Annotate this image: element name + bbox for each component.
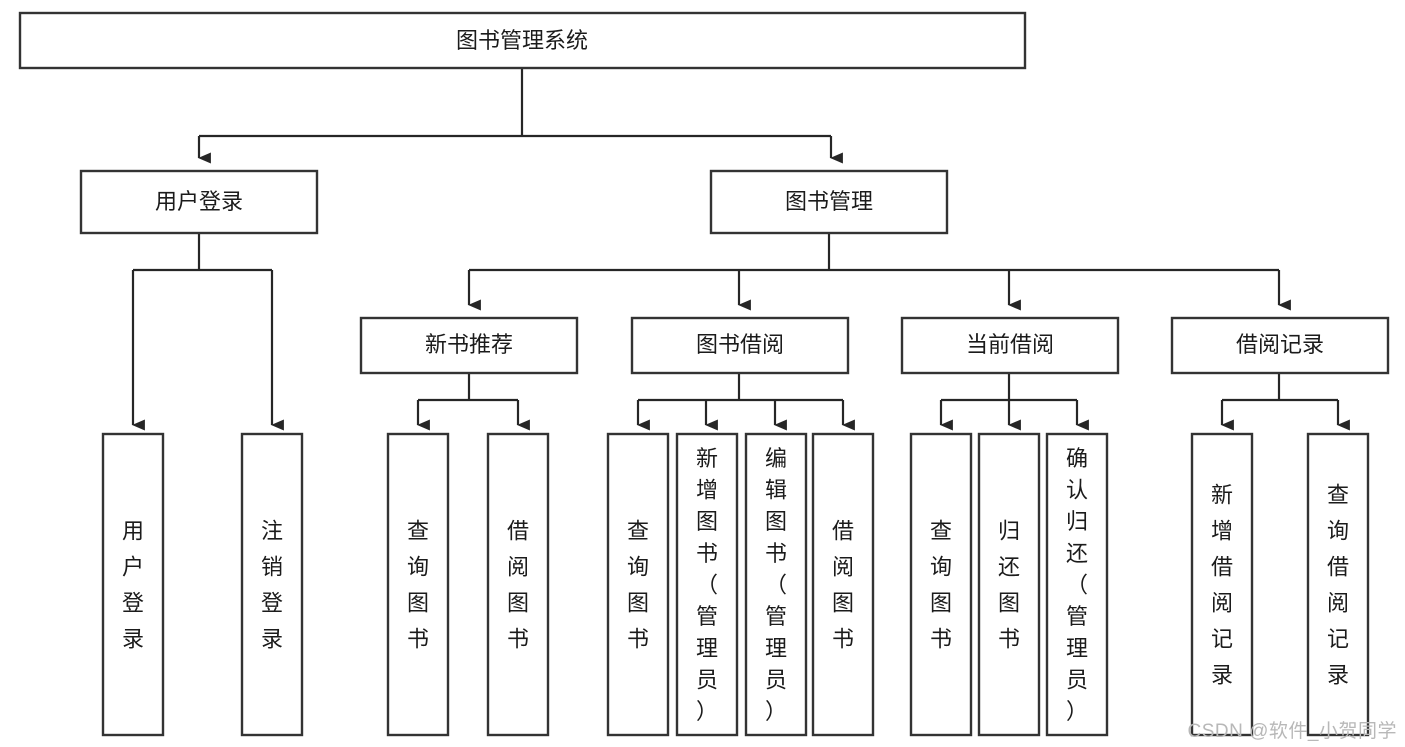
- node-leaf-query-record[interactable]: 查询借阅记录: [1306, 432, 1370, 737]
- node-new-book-recommend-box: [359, 316, 579, 375]
- node-leaf-user-login[interactable]: 用户登录: [101, 432, 165, 737]
- node-borrow-record-label: 借阅记录: [1236, 332, 1324, 357]
- node-leaf-add-book-box: [675, 432, 739, 737]
- node-leaf-add-record-box: [1190, 432, 1254, 737]
- node-leaf-query-record-label: 查询借阅记录: [1327, 483, 1349, 688]
- node-borrow-record-box: [1170, 316, 1390, 375]
- node-leaf-confirm-return-box: [1045, 432, 1109, 737]
- node-book-manage[interactable]: 图书管理: [709, 169, 949, 235]
- node-leaf-query-record-box: [1306, 432, 1370, 737]
- node-user-login-box: [79, 169, 319, 235]
- node-user-login[interactable]: 用户登录: [79, 169, 319, 235]
- node-book-borrow[interactable]: 图书借阅: [630, 316, 850, 375]
- node-leaf-borrow-book-1[interactable]: 借阅图书: [486, 432, 550, 737]
- node-leaf-borrow-book-2-label: 借阅图书: [832, 519, 854, 652]
- node-leaf-query-book-1-label: 查询图书: [407, 519, 429, 652]
- node-leaf-return-book-box: [977, 432, 1041, 737]
- node-user-login-label: 用户登录: [155, 189, 243, 214]
- node-root-box: [18, 11, 1027, 70]
- node-leaf-query-book-2[interactable]: 查询图书: [606, 432, 670, 737]
- node-book-borrow-label: 图书借阅: [696, 332, 784, 357]
- node-current-borrow-box: [900, 316, 1120, 375]
- node-leaf-logout-login[interactable]: 注销登录: [240, 432, 304, 737]
- node-leaf-confirm-return[interactable]: 确认归还（管理员）: [1045, 432, 1109, 737]
- node-leaf-query-book-3[interactable]: 查询图书: [909, 432, 973, 737]
- node-leaf-edit-book-box: [744, 432, 808, 737]
- node-new-book-recommend[interactable]: 新书推荐: [359, 316, 579, 375]
- node-leaf-user-login-box: [101, 432, 165, 737]
- node-new-book-recommend-label: 新书推荐: [425, 332, 513, 357]
- node-leaf-edit-book[interactable]: 编辑图书（管理员）: [744, 432, 808, 737]
- node-leaf-borrow-book-1-label: 借阅图书: [507, 519, 529, 652]
- node-leaf-confirm-return-label: 确认归还（管理员）: [1066, 446, 1088, 724]
- connector-layer: [131, 68, 1350, 431]
- node-leaf-add-record[interactable]: 新增借阅记录: [1190, 432, 1254, 737]
- node-book-manage-box: [709, 169, 949, 235]
- node-leaf-logout-login-box: [240, 432, 304, 737]
- node-leaf-query-book-1[interactable]: 查询图书: [386, 432, 450, 737]
- node-leaf-query-book-2-label: 查询图书: [627, 519, 649, 652]
- node-leaf-borrow-book-2[interactable]: 借阅图书: [811, 432, 875, 737]
- node-leaf-add-book-label: 新增图书（管理员）: [696, 446, 718, 724]
- node-leaf-query-book-2-box: [606, 432, 670, 737]
- node-borrow-record[interactable]: 借阅记录: [1170, 316, 1390, 375]
- node-root-label: 图书管理系统: [456, 28, 588, 53]
- node-leaf-user-login-label: 用户登录: [122, 519, 144, 652]
- node-leaf-query-book-3-label: 查询图书: [930, 519, 952, 652]
- node-leaf-return-book-label: 归还图书: [998, 519, 1020, 652]
- node-book-borrow-box: [630, 316, 850, 375]
- leaf-layer: 用户登录 注销登录 查询图书 借阅图书 查询图书 新增图书（管理员） 编辑图书（…: [101, 432, 1370, 737]
- node-leaf-logout-login-label: 注销登录: [261, 519, 283, 652]
- node-book-manage-label: 图书管理: [785, 189, 873, 214]
- node-current-borrow-label: 当前借阅: [966, 332, 1054, 357]
- node-leaf-return-book[interactable]: 归还图书: [977, 432, 1041, 737]
- node-leaf-add-book[interactable]: 新增图书（管理员）: [675, 432, 739, 737]
- node-leaf-borrow-book-2-box: [811, 432, 875, 737]
- node-leaf-borrow-book-1-box: [486, 432, 550, 737]
- csdn-watermark: CSDN @软件_小贺同学: [1187, 721, 1397, 742]
- node-leaf-edit-book-label: 编辑图书（管理员）: [765, 446, 787, 724]
- node-leaf-query-book-3-box: [909, 432, 973, 737]
- node-leaf-add-record-label: 新增借阅记录: [1211, 483, 1233, 688]
- node-root[interactable]: 图书管理系统: [18, 11, 1027, 70]
- node-current-borrow[interactable]: 当前借阅: [900, 316, 1120, 375]
- node-leaf-query-book-1-box: [386, 432, 450, 737]
